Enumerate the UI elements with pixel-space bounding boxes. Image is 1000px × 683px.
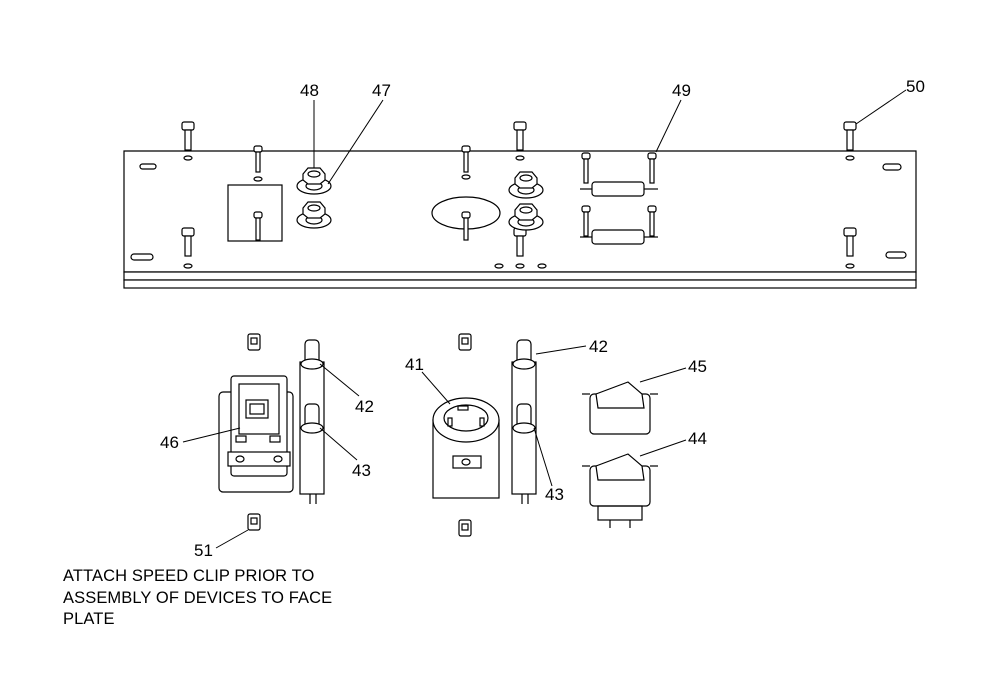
callout-44: 44 xyxy=(688,429,707,448)
assembly-note-line-2: ASSEMBLY OF DEVICES TO FACE xyxy=(63,588,333,607)
callout-43-left: 43 xyxy=(352,461,371,480)
callout-labels: 48 47 49 50 42 43 46 51 41 42 43 45 44 xyxy=(160,77,925,560)
callout-51: 51 xyxy=(194,541,213,560)
callout-48: 48 xyxy=(300,81,319,100)
assembly-note-line-3: PLATE xyxy=(63,610,115,628)
gfci-receptacle xyxy=(218,375,294,493)
nut-washer-stacks xyxy=(296,167,544,231)
screw-50 xyxy=(181,121,195,151)
plate-screws xyxy=(181,121,857,257)
circuit-breakers xyxy=(299,339,537,504)
callout-47: 47 xyxy=(372,81,391,100)
assembly-note: ATTACH SPEED CLIP PRIOR TO ASSEMBLY OF D… xyxy=(63,566,393,631)
callout-49: 49 xyxy=(672,81,691,100)
callout-46: 46 xyxy=(160,433,179,452)
callout-42-left: 42 xyxy=(355,397,374,416)
fuse-holders xyxy=(580,181,658,245)
speed-clips xyxy=(247,333,472,537)
callout-42-right: 42 xyxy=(589,337,608,356)
twist-lock-receptacle xyxy=(432,397,500,499)
callout-43-right: 43 xyxy=(545,485,564,504)
assembly-note-line-1: ATTACH SPEED CLIP PRIOR TO xyxy=(63,567,315,585)
callout-50: 50 xyxy=(906,77,925,96)
callout-45: 45 xyxy=(688,357,707,376)
leader-lines xyxy=(182,89,907,549)
rocker-switches xyxy=(582,381,658,528)
callout-41: 41 xyxy=(405,355,424,374)
